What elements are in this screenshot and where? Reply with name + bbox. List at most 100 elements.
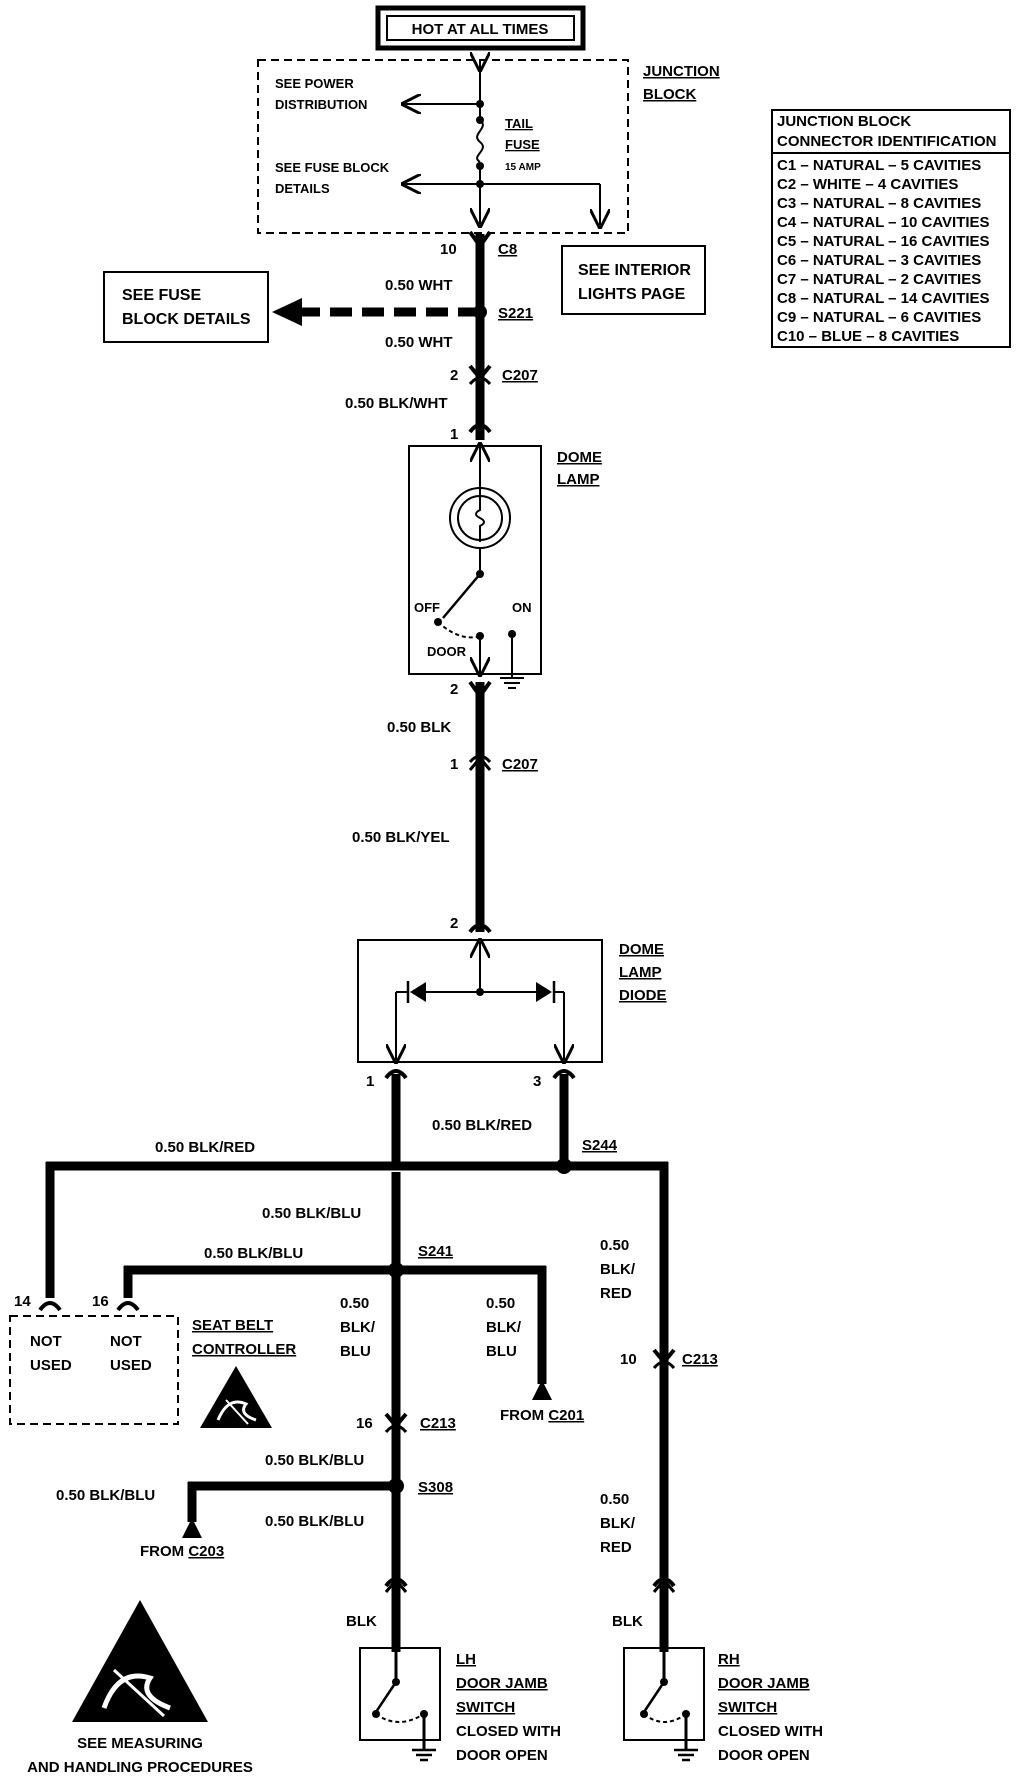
svg-text:DOOR OPEN: DOOR OPEN bbox=[718, 1747, 810, 1764]
svg-text:BLK/: BLK/ bbox=[340, 1319, 376, 1336]
dome-lamp: DOME LAMP OFF ON DOOR bbox=[408, 446, 602, 689]
table-row: C1 – NATURAL – 5 CAVITIES bbox=[777, 157, 981, 174]
table-row: C4 – NATURAL – 10 CAVITIES bbox=[777, 214, 990, 231]
svg-text:CLOSED WITH: CLOSED WITH bbox=[456, 1723, 561, 1740]
connector-identification-table: JUNCTION BLOCK CONNECTOR IDENTIFICATION … bbox=[771, 109, 1011, 348]
svg-text:BLK/: BLK/ bbox=[600, 1261, 636, 1278]
table-row: C5 – NATURAL – 16 CAVITIES bbox=[777, 233, 990, 250]
see-fuse-block-details-label: SEE FUSE BLOCK bbox=[275, 160, 390, 175]
power-source-label: HOT AT ALL TIMES bbox=[412, 21, 549, 38]
wire-label: 0.50 bbox=[486, 1295, 515, 1312]
rh-door-jamb-switch: RH DOOR JAMB SWITCH CLOSED WITH DOOR OPE… bbox=[623, 1647, 823, 1764]
svg-text:DOOR OPEN: DOOR OPEN bbox=[456, 1747, 548, 1764]
s244-label: S244 bbox=[582, 1137, 618, 1154]
table-row: C9 – NATURAL – 6 CAVITIES bbox=[777, 309, 981, 326]
svg-text:NOT: NOT bbox=[110, 1333, 142, 1350]
svg-text:SWITCH: SWITCH bbox=[718, 1699, 777, 1716]
svg-text:1: 1 bbox=[450, 756, 458, 773]
svg-text:RED: RED bbox=[600, 1539, 632, 1556]
svg-text:OFF: OFF bbox=[414, 600, 440, 615]
tail-fuse-label: TAIL bbox=[505, 116, 533, 131]
table-row: C7 – NATURAL – 2 CAVITIES bbox=[777, 271, 981, 288]
splice-s244 bbox=[556, 1158, 572, 1174]
wire-label: 0.50 BLK/BLU bbox=[204, 1245, 303, 1262]
svg-text:BLOCK DETAILS: BLOCK DETAILS bbox=[122, 311, 251, 328]
svg-text:BLU: BLU bbox=[486, 1343, 517, 1360]
svg-text:CONTROLLER: CONTROLLER bbox=[192, 1341, 296, 1358]
lh-switch-title: LH bbox=[456, 1651, 476, 1668]
svg-text:14: 14 bbox=[14, 1293, 31, 1310]
connector-c8 bbox=[468, 230, 492, 250]
svg-text:16: 16 bbox=[356, 1415, 373, 1432]
svg-text:LAMP: LAMP bbox=[619, 964, 662, 981]
svg-text:ON: ON bbox=[512, 600, 532, 615]
c8-label: C8 bbox=[498, 241, 517, 258]
seat-belt-controller-title: SEAT BELT bbox=[192, 1317, 273, 1334]
esd-note: SEE MEASURING bbox=[77, 1735, 203, 1752]
table-row: C2 – WHITE – 4 CAVITIES bbox=[777, 176, 958, 193]
wire-label: 0.50 BLK/BLU bbox=[56, 1487, 155, 1504]
power-source-box: HOT AT ALL TIMES bbox=[375, 5, 586, 51]
svg-text:10: 10 bbox=[440, 241, 457, 258]
esd-warning-icon bbox=[200, 1366, 272, 1428]
ground-icon bbox=[500, 677, 524, 689]
svg-text:AND HANDLING PROCEDURES: AND HANDLING PROCEDURES bbox=[27, 1759, 253, 1776]
s221-label: S221 bbox=[498, 305, 533, 322]
table-title: JUNCTION BLOCK bbox=[777, 113, 911, 130]
switch-icon bbox=[374, 1681, 398, 1713]
wire-label: 0.50 BLK/YEL bbox=[352, 829, 450, 846]
svg-text:DIODE: DIODE bbox=[619, 987, 667, 1004]
svg-text:DETAILS: DETAILS bbox=[275, 181, 330, 196]
table-row: C3 – NATURAL – 8 CAVITIES bbox=[777, 195, 981, 212]
svg-text:DOOR: DOOR bbox=[427, 644, 467, 659]
wire-label: 0.50 BLK/BLU bbox=[265, 1452, 364, 1469]
see-fuse-block-details-box bbox=[103, 271, 269, 343]
table-row: C6 – NATURAL – 3 CAVITIES bbox=[777, 252, 981, 269]
wire-label: 0.50 bbox=[340, 1295, 369, 1312]
see-power-distribution-label: SEE POWER bbox=[275, 76, 354, 91]
table-row: C8 – NATURAL – 14 CAVITIES bbox=[777, 290, 990, 307]
svg-text:C207: C207 bbox=[502, 756, 538, 773]
rh-switch-title: RH bbox=[718, 1651, 740, 1668]
svg-text:10: 10 bbox=[620, 1351, 637, 1368]
wire-label: 0.50 WHT bbox=[385, 277, 453, 294]
wire-label: 0.50 bbox=[600, 1491, 629, 1508]
svg-text:DOOR JAMB: DOOR JAMB bbox=[718, 1675, 810, 1692]
ground-icon bbox=[674, 1748, 698, 1762]
svg-text:BLOCK: BLOCK bbox=[643, 86, 696, 103]
diode-left-icon bbox=[410, 982, 426, 1002]
splice-s308 bbox=[388, 1478, 404, 1494]
svg-text:CONNECTOR IDENTIFICATION: CONNECTOR IDENTIFICATION bbox=[777, 133, 996, 150]
svg-text:C213: C213 bbox=[682, 1351, 718, 1368]
wire-label: 0.50 BLK/RED bbox=[155, 1139, 255, 1156]
svg-text:RED: RED bbox=[600, 1285, 632, 1302]
svg-text:DISTRIBUTION: DISTRIBUTION bbox=[275, 97, 367, 112]
lh-door-jamb-switch: LH DOOR JAMB SWITCH CLOSED WITH DOOR OPE… bbox=[359, 1647, 561, 1764]
svg-text:LAMP: LAMP bbox=[557, 471, 600, 488]
svg-text:C207: C207 bbox=[502, 367, 538, 384]
from-c203-icon bbox=[182, 1518, 202, 1538]
svg-text:SEE FUSE: SEE FUSE bbox=[122, 287, 201, 304]
wire-label: 0.50 BLK/BLU bbox=[265, 1513, 364, 1530]
s308-label: S308 bbox=[418, 1479, 453, 1496]
svg-text:USED: USED bbox=[30, 1357, 72, 1374]
svg-text:BLK/: BLK/ bbox=[486, 1319, 522, 1336]
svg-text:NOT: NOT bbox=[30, 1333, 62, 1350]
arrow-left-icon bbox=[272, 298, 302, 326]
svg-text:BLK/: BLK/ bbox=[600, 1515, 636, 1532]
wire-label: 0.50 WHT bbox=[385, 334, 453, 351]
svg-text:LIGHTS PAGE: LIGHTS PAGE bbox=[578, 286, 686, 303]
junction-block-title: JUNCTION bbox=[643, 63, 720, 80]
esd-warning-icon bbox=[72, 1600, 208, 1722]
ground-icon bbox=[412, 1748, 436, 1762]
svg-text:C213: C213 bbox=[420, 1415, 456, 1432]
svg-text:DOOR JAMB: DOOR JAMB bbox=[456, 1675, 548, 1692]
svg-text:2: 2 bbox=[450, 681, 458, 698]
svg-text:FUSE: FUSE bbox=[505, 137, 540, 152]
wire-label: 0.50 bbox=[600, 1237, 629, 1254]
svg-text:SEE INTERIOR: SEE INTERIOR bbox=[578, 262, 691, 279]
svg-text:16: 16 bbox=[92, 1293, 109, 1310]
splice-s241 bbox=[388, 1262, 404, 1278]
svg-text:2: 2 bbox=[450, 915, 458, 932]
